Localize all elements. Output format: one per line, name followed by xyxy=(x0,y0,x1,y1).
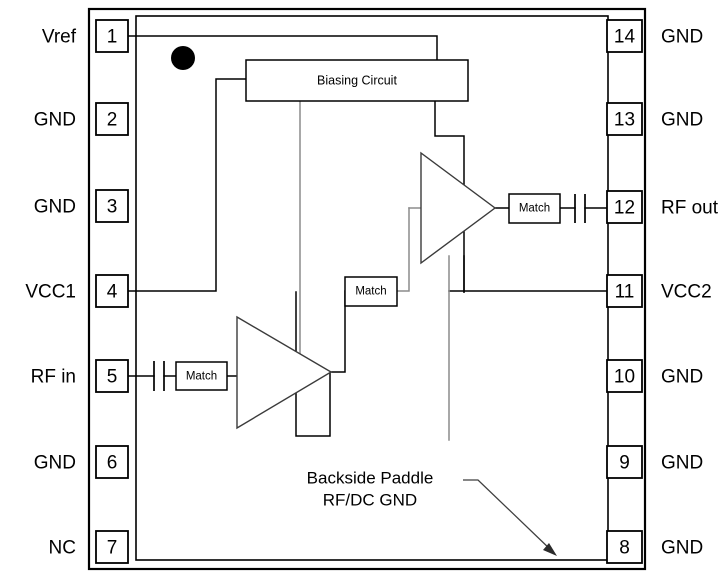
trace-vref-to-bias xyxy=(127,35,438,61)
trace-vcc1-to-bias xyxy=(127,78,247,292)
pin-number-13: 13 xyxy=(614,110,635,131)
pin-label-4: VCC1 xyxy=(25,282,76,303)
pin-box-2[interactable] xyxy=(95,102,129,136)
pin-number-4: 4 xyxy=(107,282,118,303)
output-match-label: Match xyxy=(519,203,550,215)
pin-number-7: 7 xyxy=(107,538,118,559)
pin-box-1[interactable] xyxy=(95,19,129,53)
pin-label-7: NC xyxy=(49,538,76,559)
pin-box-14[interactable] xyxy=(606,19,643,53)
pin-box-6[interactable] xyxy=(95,445,129,479)
right-pin-group: 14 GND 13 GND 12 RF out 11 VCC2 10 GND 9… xyxy=(606,19,719,564)
pin-label-3: GND xyxy=(34,197,76,218)
biasing-circuit-label: Biasing Circuit xyxy=(317,74,397,88)
pin-box-9[interactable] xyxy=(606,445,643,479)
pin-number-8: 8 xyxy=(619,538,630,559)
pin-label-14: GND xyxy=(661,27,703,48)
pin-number-10: 10 xyxy=(614,367,635,388)
pin-label-8: GND xyxy=(661,538,703,559)
pin-box-10[interactable] xyxy=(606,359,643,393)
pin-number-6: 6 xyxy=(107,453,118,474)
second-stage-amplifier-symbol xyxy=(420,151,497,265)
output-match-block xyxy=(508,193,561,224)
left-pin-group: 1 Vref 2 GND 3 GND 4 VCC1 5 RF in 6 GND … xyxy=(25,19,129,564)
pin-box-7[interactable] xyxy=(95,530,129,564)
pin-number-1: 1 xyxy=(107,27,118,48)
input-match-label: Match xyxy=(186,371,217,383)
paddle-arrow-icon xyxy=(543,543,557,556)
pin1-orientation-dot xyxy=(171,46,195,70)
pin-number-14: 14 xyxy=(614,27,636,48)
pin-box-12[interactable] xyxy=(606,190,643,224)
interstage-match-block xyxy=(344,276,398,307)
pin-box-4[interactable] xyxy=(95,274,129,308)
pin-box-5[interactable] xyxy=(95,359,129,393)
trace-match-to-stage2-in xyxy=(396,207,410,292)
backside-paddle-note-line1: Backside Paddle xyxy=(307,469,434,488)
package-outline xyxy=(87,7,647,571)
pin-label-12: RF out xyxy=(661,198,719,219)
pin-number-2: 2 xyxy=(107,110,118,131)
interstage-match-label: Match xyxy=(355,286,386,298)
pin-number-11: 11 xyxy=(615,282,635,303)
pin-label-11: VCC2 xyxy=(661,282,712,303)
pin-number-9: 9 xyxy=(619,453,630,474)
pin-number-3: 3 xyxy=(107,197,118,218)
paddle-leader-line xyxy=(463,479,553,552)
pin-label-5: RF in xyxy=(31,367,76,388)
trace-stage1-out-to-match xyxy=(329,290,346,373)
backside-paddle-note-line2: RF/DC GND xyxy=(323,491,417,510)
pin-label-13: GND xyxy=(661,110,703,131)
input-match-block xyxy=(175,361,228,391)
pin-label-1: Vref xyxy=(42,27,77,48)
pin-box-3[interactable] xyxy=(95,189,129,223)
pin-label-9: GND xyxy=(661,453,703,474)
pin-box-11[interactable] xyxy=(606,274,643,308)
pin-number-12: 12 xyxy=(614,198,635,219)
pin-box-13[interactable] xyxy=(606,102,643,136)
pin-label-10: GND xyxy=(661,367,703,388)
pin-box-8[interactable] xyxy=(606,530,643,564)
biasing-circuit-block xyxy=(245,59,469,102)
pin-label-2: GND xyxy=(34,110,76,131)
first-stage-amplifier-symbol xyxy=(236,315,333,430)
pin-label-6: GND xyxy=(34,453,76,474)
pin-number-5: 5 xyxy=(107,367,118,388)
